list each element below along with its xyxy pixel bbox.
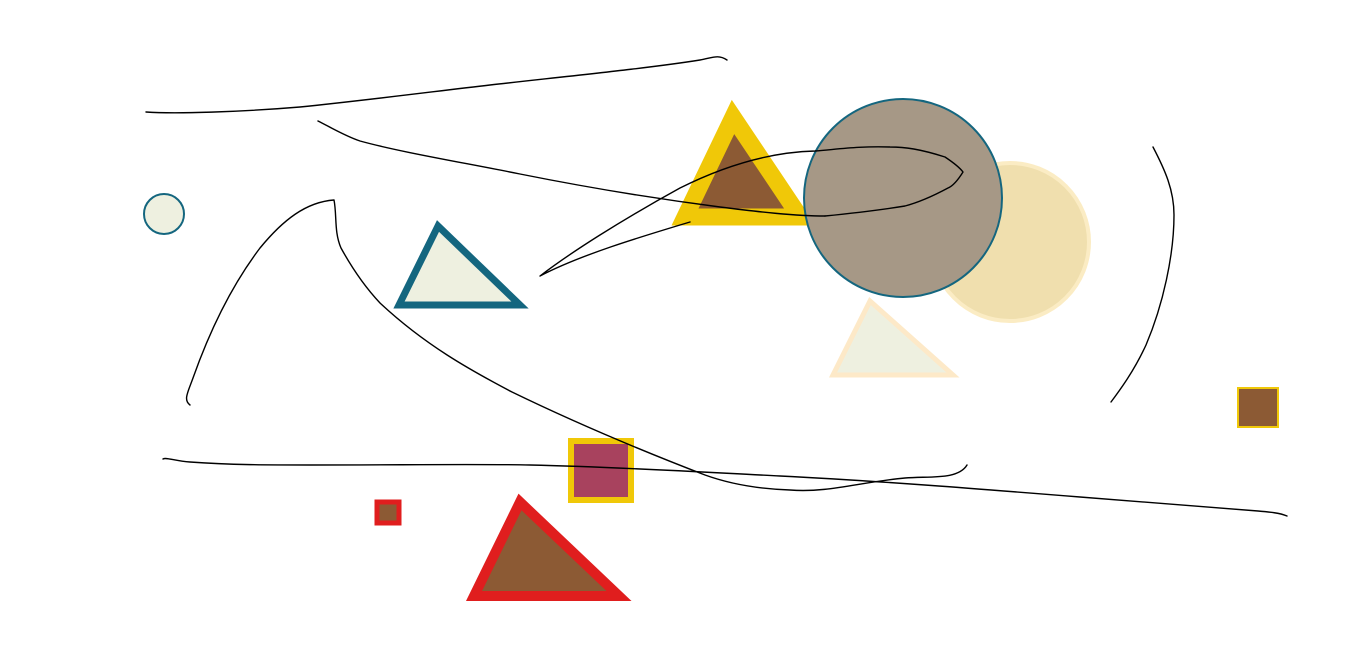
rose-square-gold-outline: [568, 438, 634, 503]
small-cream-circle: [143, 193, 185, 235]
cream-triangle-teal-outline: [393, 220, 529, 309]
freehand-line-top: [145, 56, 728, 114]
freehand-line-diagonal: [317, 120, 826, 217]
cream-triangle-peach-outline: [828, 296, 960, 378]
brown-square-gold-outline: [1237, 387, 1279, 428]
brown-triangle-gold-outline: [671, 99, 816, 226]
taupe-circle-teal-outline: [803, 98, 1003, 298]
freehand-arch-left: [185, 199, 968, 492]
freehand-arc-right: [1110, 146, 1175, 403]
brown-triangle-red-outline: [465, 493, 632, 601]
freehand-loop-center: [539, 146, 964, 277]
freehand-line-bottom: [162, 457, 1288, 517]
small-brown-square-red-outline: [374, 499, 402, 526]
